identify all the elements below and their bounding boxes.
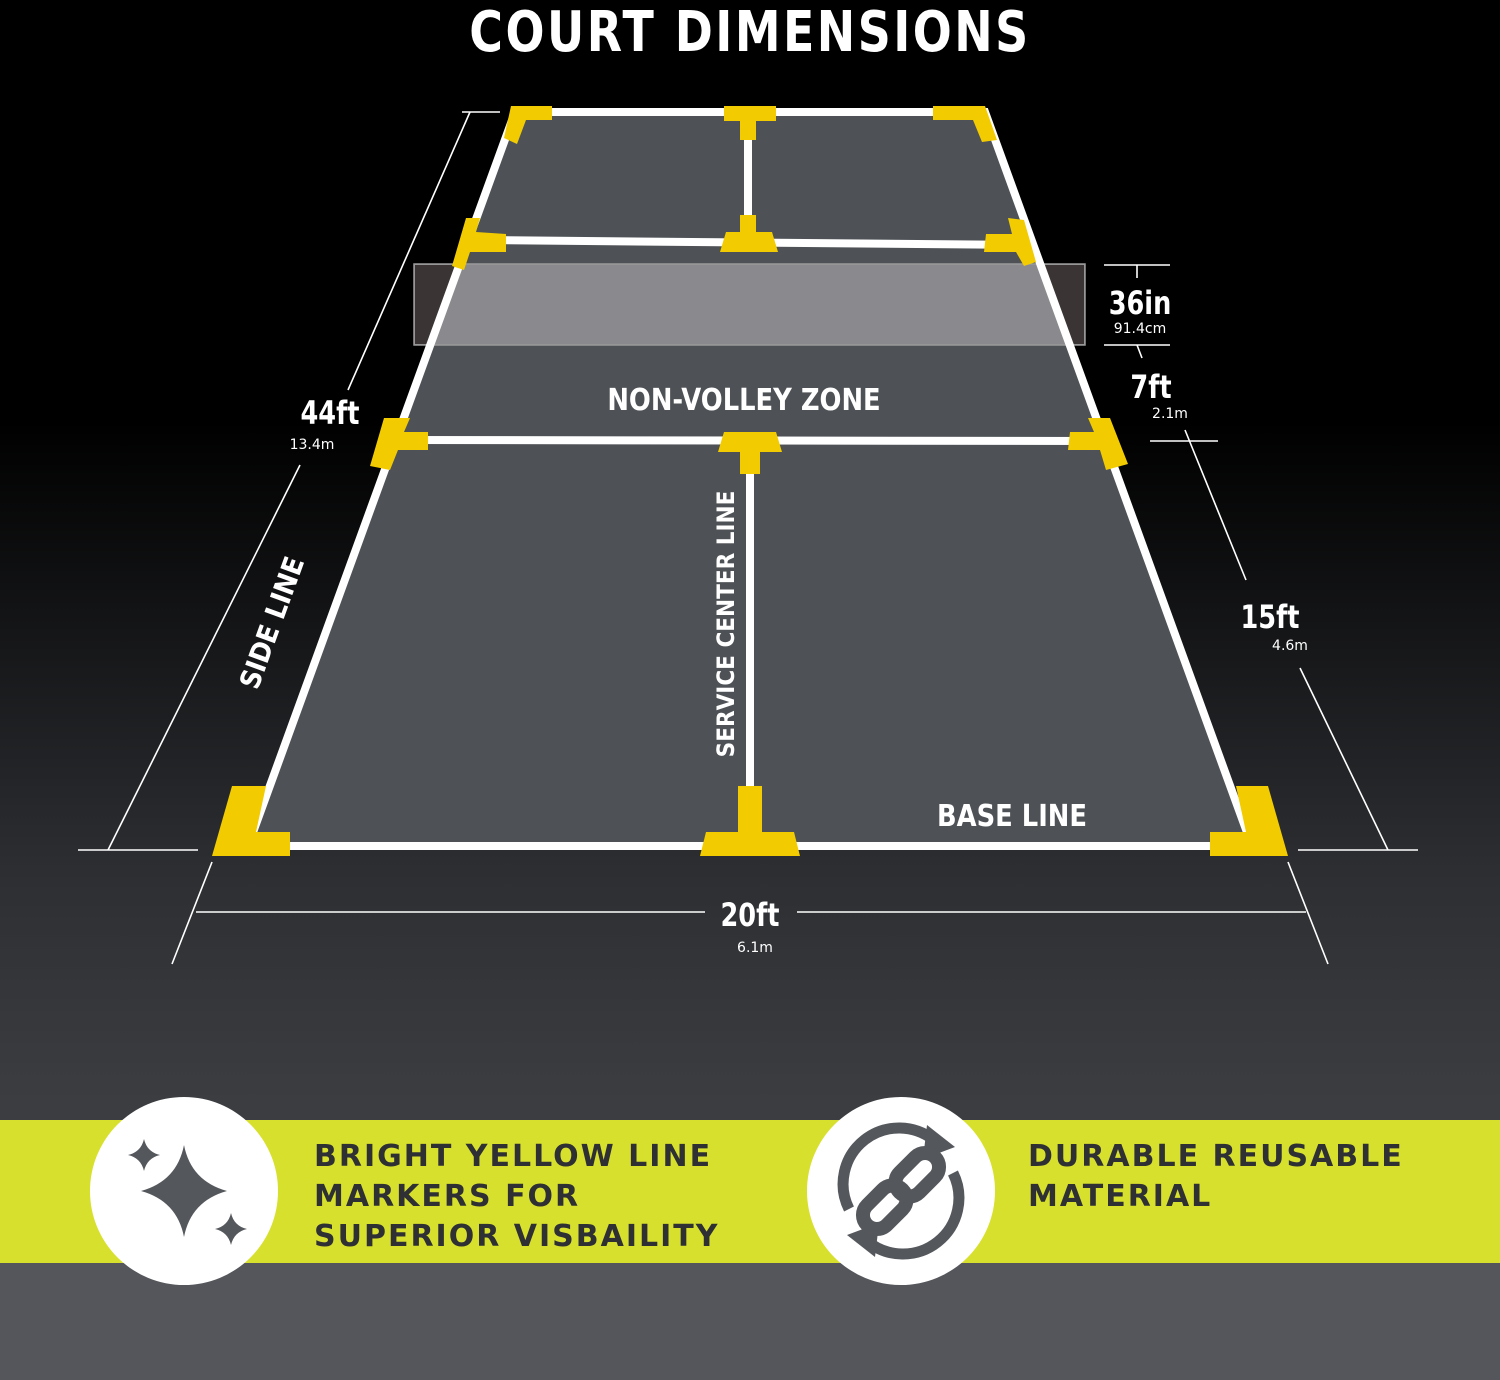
non-volley-ft-label: 7ft: [1130, 368, 1171, 406]
length-ft-label: 44ft: [301, 394, 360, 432]
service-m-label: 4.6m: [1272, 638, 1308, 654]
service-dim-upper: [1184, 429, 1247, 581]
marker-kitchen-center: [720, 215, 778, 252]
width-dim-tick-right: [1287, 861, 1329, 965]
page-title: COURT DIMENSIONS: [469, 0, 1031, 65]
service-center-line-label: SERVICE CENTER LINE: [713, 491, 740, 758]
marker-base-center: [700, 786, 800, 856]
marker-base-left: [212, 786, 290, 856]
sparkle-icon: [128, 1139, 247, 1245]
net-height-ft-label: 36in: [1109, 284, 1172, 322]
length-m-label: 13.4m: [290, 437, 335, 453]
feature-line: DURABLE REUSABLE: [1028, 1139, 1404, 1174]
feature-line: SUPERIOR VISBAILITY: [314, 1219, 720, 1254]
length-dim-lower: [107, 464, 301, 851]
feature-icon-circle: [90, 1097, 278, 1285]
net-height-m-label: 91.4cm: [1114, 321, 1167, 337]
marker-nvz-left: [370, 418, 428, 470]
marker-kitchen-right: [984, 218, 1036, 266]
marker-far-left: [504, 106, 552, 144]
marker-kitchen-left: [452, 218, 506, 270]
feature-text-material: DURABLE REUSABLE MATERIAL: [1028, 1137, 1404, 1217]
feature-icon-circle: [807, 1097, 995, 1285]
feature-line: BRIGHT YELLOW LINE: [314, 1139, 713, 1174]
non-volley-zone-label: NON-VOLLEY ZONE: [607, 382, 880, 417]
court-diagram: NON-VOLLEY ZONE BASE LINE SERVICE CENTER…: [78, 106, 1418, 965]
marker-nvz-right: [1068, 418, 1128, 470]
width-dim-tick-left: [171, 861, 213, 965]
width-m-label: 6.1m: [737, 940, 773, 956]
feature-text-visibility: BRIGHT YELLOW LINE MARKERS FOR SUPERIOR …: [314, 1137, 719, 1257]
service-ft-label: 15ft: [1241, 598, 1300, 636]
width-ft-label: 20ft: [721, 896, 780, 934]
nvz-dim-connector: [1136, 344, 1143, 359]
service-dim-lower: [1299, 667, 1389, 851]
net: [413, 263, 1086, 346]
base-line-label: BASE LINE: [937, 798, 1087, 833]
bottom-band: [0, 1263, 1500, 1380]
feature-line: MATERIAL: [1028, 1179, 1213, 1214]
non-volley-m-label: 2.1m: [1152, 406, 1188, 422]
feature-line: MARKERS FOR: [314, 1179, 581, 1214]
dimension-lines: [78, 111, 1418, 965]
yellow-markers: [212, 106, 1288, 856]
chain-link-recycle-icon: [837, 1122, 965, 1260]
length-dim-upper: [347, 111, 471, 391]
marker-far-center: [724, 106, 776, 140]
marker-far-right: [933, 106, 997, 142]
marker-base-right: [1210, 786, 1288, 856]
marker-nvz-center: [718, 432, 782, 474]
